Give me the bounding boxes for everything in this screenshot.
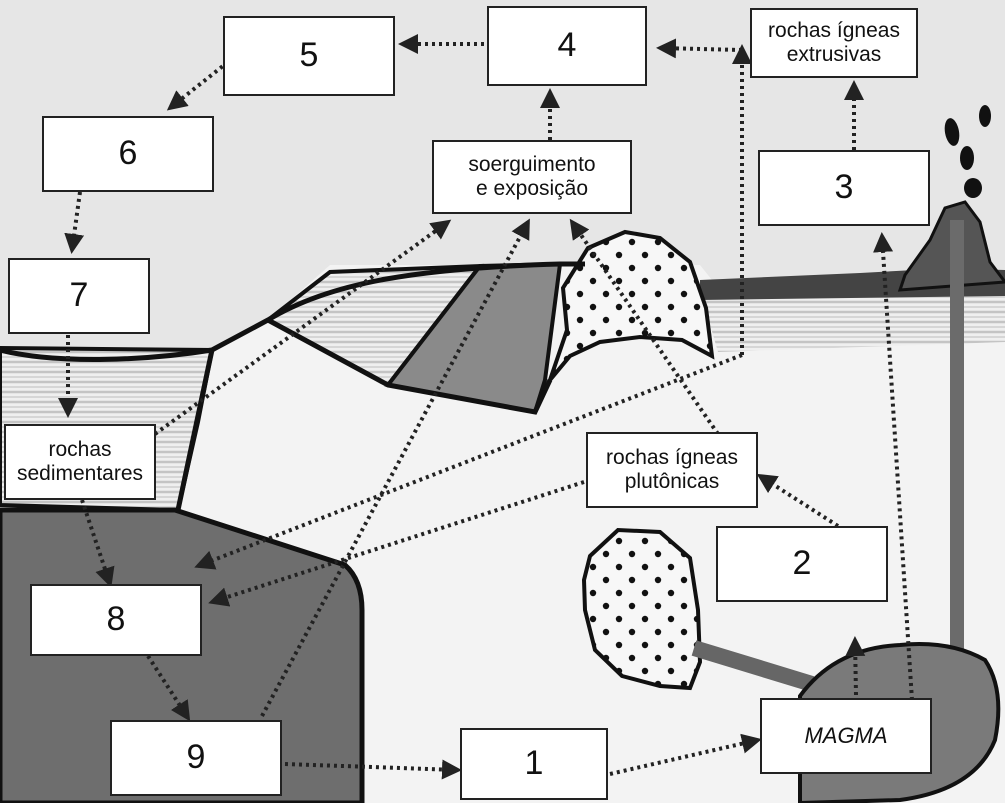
label-text: rochas	[48, 437, 112, 461]
arrow-1-to-magma	[609, 733, 762, 776]
box-1: 1	[460, 728, 608, 800]
arrow-6-to-7	[64, 191, 85, 254]
ground-surface-line	[0, 261, 585, 362]
box-4: 4	[487, 6, 647, 86]
ash-blob	[944, 118, 960, 146]
magma-label: MAGMA	[760, 698, 932, 774]
fault-line	[175, 349, 215, 511]
ash-blob	[979, 105, 991, 127]
label-extrusive-igneous-rocks: rochas ígneas extrusivas	[750, 8, 918, 78]
ash-blob	[964, 178, 982, 198]
label-text: plutônicas	[624, 470, 720, 493]
label-text: sedimentares	[16, 462, 144, 485]
fault-line	[266, 317, 553, 415]
arrow-sedimentary-to-8	[80, 499, 115, 588]
label-text: extrusivas	[786, 43, 882, 66]
label-text: rochas ígneas	[606, 445, 738, 469]
arrow-magma-to-2	[845, 636, 866, 696]
label-sedimentary-rocks: rochas sedimentares	[4, 424, 156, 500]
label-plutonic-igneous-rocks: rochas ígneas plutônicas	[586, 432, 758, 508]
buried-pluton	[581, 527, 703, 691]
box-8: 8	[30, 584, 202, 656]
label-text: e exposição	[475, 177, 589, 200]
arrow-5-to-6	[166, 60, 230, 111]
arrow-9-to-1	[284, 759, 462, 780]
label-text: rochas ígneas	[768, 18, 900, 42]
arrow-8-to-9	[146, 654, 191, 722]
arrows	[58, 34, 914, 780]
volcano-conduit	[950, 220, 964, 665]
label-uplift-and-exposure: soerguimento e exposição	[432, 140, 632, 214]
arrow-9-to-uplift	[260, 218, 530, 717]
box-6: 6	[42, 116, 214, 192]
arrow-plutonic-to-8	[208, 480, 585, 607]
arrow-magma-to-3	[873, 232, 914, 701]
ash-blob	[960, 146, 974, 170]
sedimentary-layer-right	[700, 282, 1005, 352]
box-5: 5	[223, 16, 395, 96]
box-3: 3	[758, 150, 930, 226]
arrow-sedimentary-to-uplift	[153, 219, 452, 436]
arrow-2-to-plutonic	[756, 473, 840, 528]
arrow-plutonic-to-uplift	[569, 218, 720, 436]
box-7: 7	[8, 258, 150, 334]
label-text: soerguimento	[468, 152, 596, 176]
box-9: 9	[110, 720, 282, 796]
magma-dyke	[691, 640, 815, 692]
box-2: 2	[716, 526, 888, 602]
